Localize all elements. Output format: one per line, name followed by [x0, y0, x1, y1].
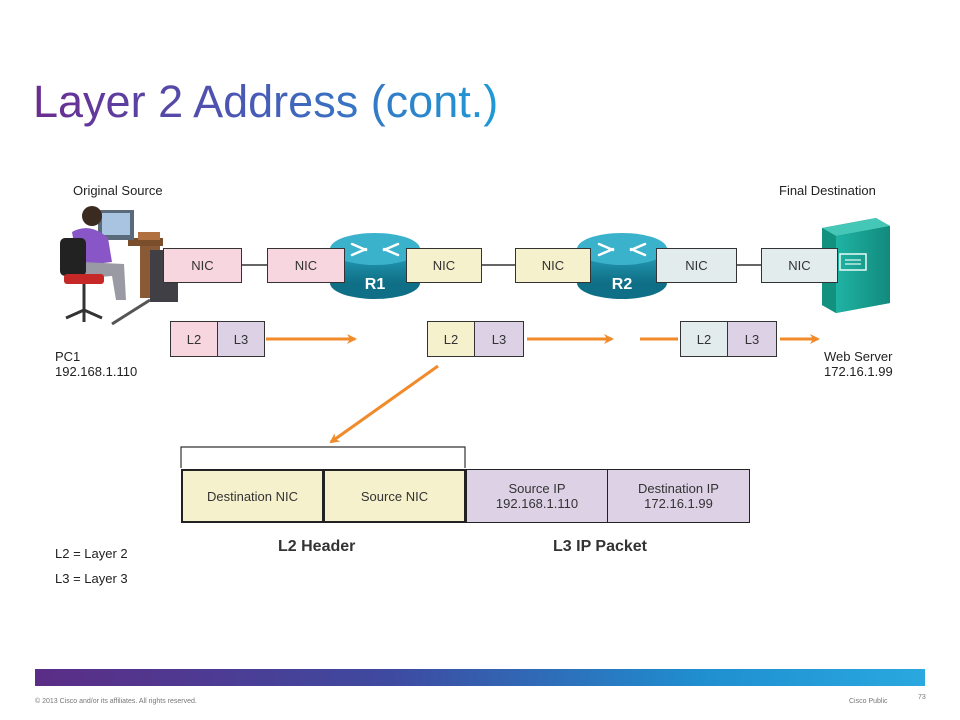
- destination-ip-field: Destination IP 172.16.1.99: [607, 469, 750, 523]
- source-ip-field: Source IP 192.168.1.110: [466, 469, 608, 523]
- nic-server: NIC: [761, 248, 838, 283]
- footer-classification: Cisco Public: [849, 698, 888, 705]
- legend-l3: L3 = Layer 3: [55, 571, 128, 586]
- source-ip-value: 192.168.1.110: [495, 496, 579, 511]
- destination-nic-text: Destination NIC: [206, 488, 299, 504]
- arrow-zoom: [329, 364, 439, 444]
- frame1-l3: L3: [217, 321, 265, 357]
- l3-ip-packet-caption: L3 IP Packet: [553, 538, 647, 555]
- nic-r2-right: NIC: [656, 248, 737, 283]
- final-destination-label: Final Destination: [779, 183, 876, 198]
- footer-page-number: 73: [918, 694, 926, 701]
- nic-r1-left: NIC: [267, 248, 345, 283]
- footer-gradient-bar: [35, 669, 925, 686]
- slide-title: Layer 2 Address (cont.): [33, 72, 498, 132]
- source-ip-label: Source IP: [508, 481, 566, 496]
- nic-r2-left: NIC: [515, 248, 591, 283]
- frame1-l2: L2: [170, 321, 218, 357]
- l2-header-bracket: [180, 446, 466, 468]
- legend-l2: L2 = Layer 2: [55, 546, 128, 561]
- footer-copyright: © 2013 Cisco and/or its affiliates. All …: [35, 698, 197, 705]
- router-r1-label: R1: [365, 276, 386, 293]
- frame3-l2: L2: [680, 321, 728, 357]
- l2-header-caption: L2 Header: [278, 538, 356, 555]
- pc1-ip: 192.168.1.110: [55, 364, 138, 379]
- pc1-name: PC1: [55, 349, 81, 364]
- router-r2-label: R2: [612, 276, 633, 293]
- pc-workstation-icon: [60, 206, 178, 326]
- destination-ip-value: 172.16.1.99: [644, 496, 713, 511]
- source-nic-field: Source NIC: [323, 469, 466, 523]
- destination-nic-field: Destination NIC: [181, 469, 324, 523]
- server-name: Web Server: [824, 349, 893, 364]
- nic-pc1: NIC: [163, 248, 242, 283]
- server-ip: 172.16.1.99: [824, 364, 893, 379]
- source-nic-text: Source NIC: [360, 488, 429, 504]
- router-r1-icon: R1: [330, 233, 420, 299]
- frame2-l3: L3: [474, 321, 524, 357]
- original-source-label: Original Source: [73, 183, 163, 198]
- nic-r1-right: NIC: [406, 248, 482, 283]
- destination-ip-label: Destination IP: [638, 481, 719, 496]
- travel-arrows: [266, 334, 820, 444]
- frame2-l2: L2: [427, 321, 475, 357]
- frame3-l3: L3: [727, 321, 777, 357]
- router-r2-icon: R2: [577, 233, 667, 299]
